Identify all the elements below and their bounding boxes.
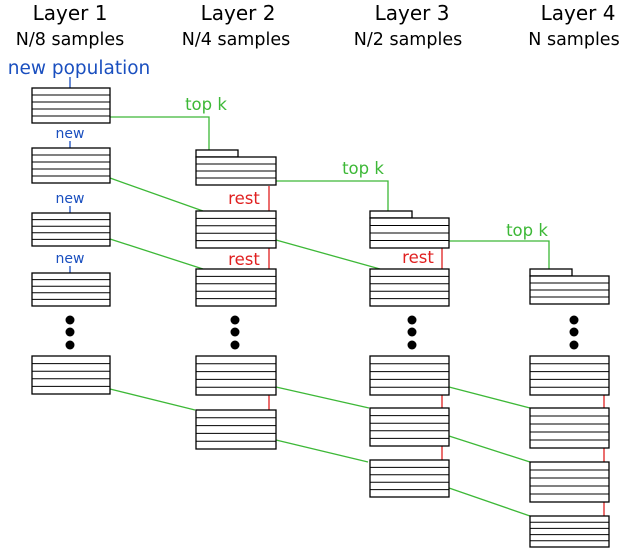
layer-1-samples: N/8 samples [16, 30, 124, 50]
population-block [195, 210, 277, 249]
red-connectors [268, 186, 605, 516]
top-k-label-3: top k [506, 221, 548, 240]
population-block [369, 268, 450, 307]
green-connectors [109, 116, 550, 517]
rest-label-2: rest [228, 250, 260, 269]
layer-3-samples: N/2 samples [354, 30, 462, 50]
topk-selection-block [369, 210, 450, 249]
new-label-2: new [56, 191, 85, 207]
population-block [195, 409, 277, 450]
topk-selection-block [529, 268, 610, 305]
top-k-label-1: top k [185, 95, 227, 114]
population-block [529, 355, 610, 396]
layer-1-title: Layer 1 [33, 1, 108, 25]
top-k-label-2: top k [342, 159, 384, 178]
layer-2-title: Layer 2 [201, 1, 276, 25]
population-block [31, 87, 111, 124]
new-label-3: new [56, 251, 85, 267]
rest-label-1: rest [228, 189, 260, 208]
population-block [31, 272, 111, 307]
population-block [529, 461, 610, 503]
population-block [529, 407, 610, 449]
rest-label-3: rest [402, 248, 434, 267]
population-block [31, 147, 111, 184]
topk-selection-block [195, 149, 277, 186]
population-block [195, 268, 277, 307]
population-block [369, 355, 450, 396]
layer-4-samples: N samples [528, 30, 619, 50]
population-block [369, 407, 450, 447]
population-block [31, 212, 111, 247]
ellipsis-dots [65, 315, 579, 350]
new-population-label: new population [8, 58, 151, 79]
layer-4-title: Layer 4 [541, 1, 616, 25]
layer-2-samples: N/4 samples [182, 30, 290, 50]
population-block [529, 515, 610, 548]
layer-3-title: Layer 3 [375, 1, 450, 25]
population-block [369, 459, 450, 498]
new-label-1: new [56, 126, 85, 142]
population-block [195, 355, 277, 396]
population-block [31, 355, 111, 395]
